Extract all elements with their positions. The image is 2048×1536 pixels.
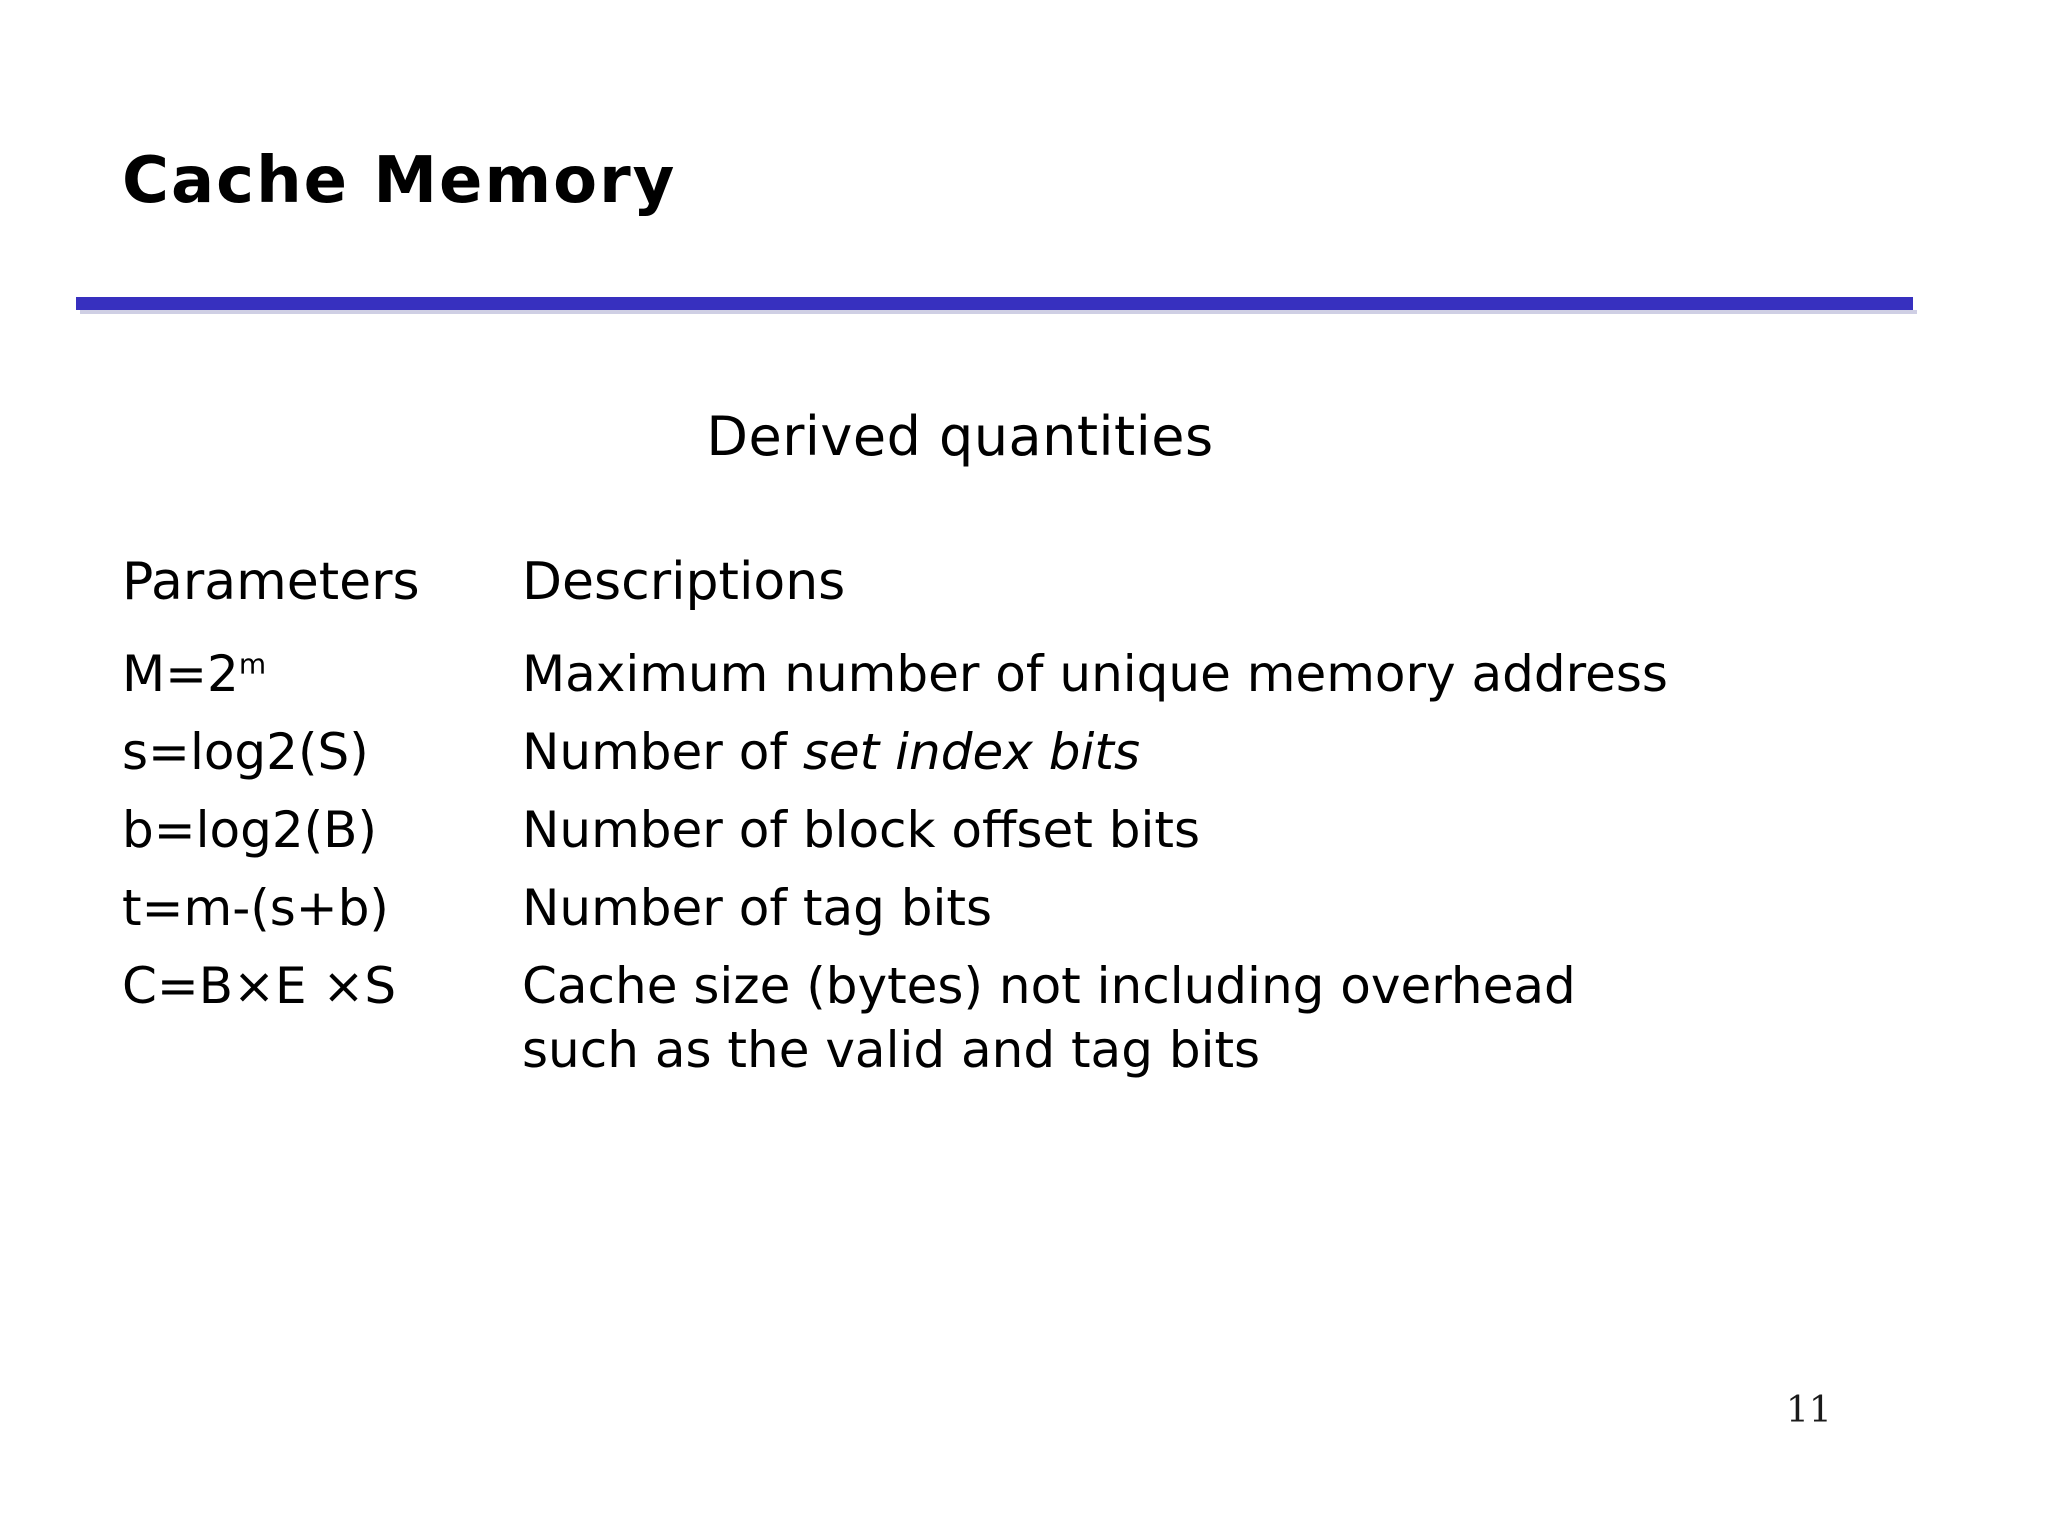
desc-cell-t: Number of tag bits: [522, 879, 992, 937]
param-cell-s: s=log2(S): [122, 723, 369, 781]
section-heading: Derived quantities: [706, 405, 1214, 468]
table-header-row: Parameters Descriptions: [122, 552, 1942, 612]
table-row: b=log2(B) Number of block offset bits: [122, 798, 1942, 862]
parameters-table: Parameters Descriptions M=2m Maximum num…: [122, 552, 1942, 1096]
desc-italic-s: set index bits: [802, 723, 1141, 781]
page-title: Cache Memory: [122, 144, 677, 218]
table-row: t=m-(s+b) Number of tag bits: [122, 876, 1942, 940]
desc-cell-b: Number of block offset bits: [522, 801, 1201, 859]
param-cell-c: C=B×E ×S: [122, 957, 397, 1015]
desc-cell-c-line2: such as the valid and tag bits: [522, 1021, 1261, 1079]
param-cell-m: M=2m: [122, 642, 522, 706]
desc-prefix-s: Number of: [522, 723, 803, 781]
title-rule-shadow: [80, 310, 1917, 314]
table-row: M=2m Maximum number of unique memory add…: [122, 642, 1942, 706]
table-row: C=B×E ×S Cache size (bytes) not includin…: [122, 954, 1942, 1082]
param-base-m: M=2: [122, 645, 239, 703]
column-header-parameters: Parameters: [122, 552, 420, 612]
param-cell-b: b=log2(B): [122, 801, 377, 859]
table-row: s=log2(S) Number of set index bits: [122, 720, 1942, 784]
page-number: 11: [1786, 1390, 1832, 1431]
param-superscript-m: m: [238, 647, 267, 681]
column-header-descriptions: Descriptions: [522, 552, 846, 612]
title-divider-rule: [76, 297, 1913, 310]
desc-cell-m: Maximum number of unique memory address: [522, 645, 1668, 703]
param-cell-t: t=m-(s+b): [122, 879, 389, 937]
desc-cell-s: Number of set index bits: [522, 720, 1942, 784]
desc-cell-c-line1: Cache size (bytes) not including overhea…: [522, 957, 1576, 1015]
desc-cell-c: Cache size (bytes) not including overhea…: [522, 954, 1942, 1082]
